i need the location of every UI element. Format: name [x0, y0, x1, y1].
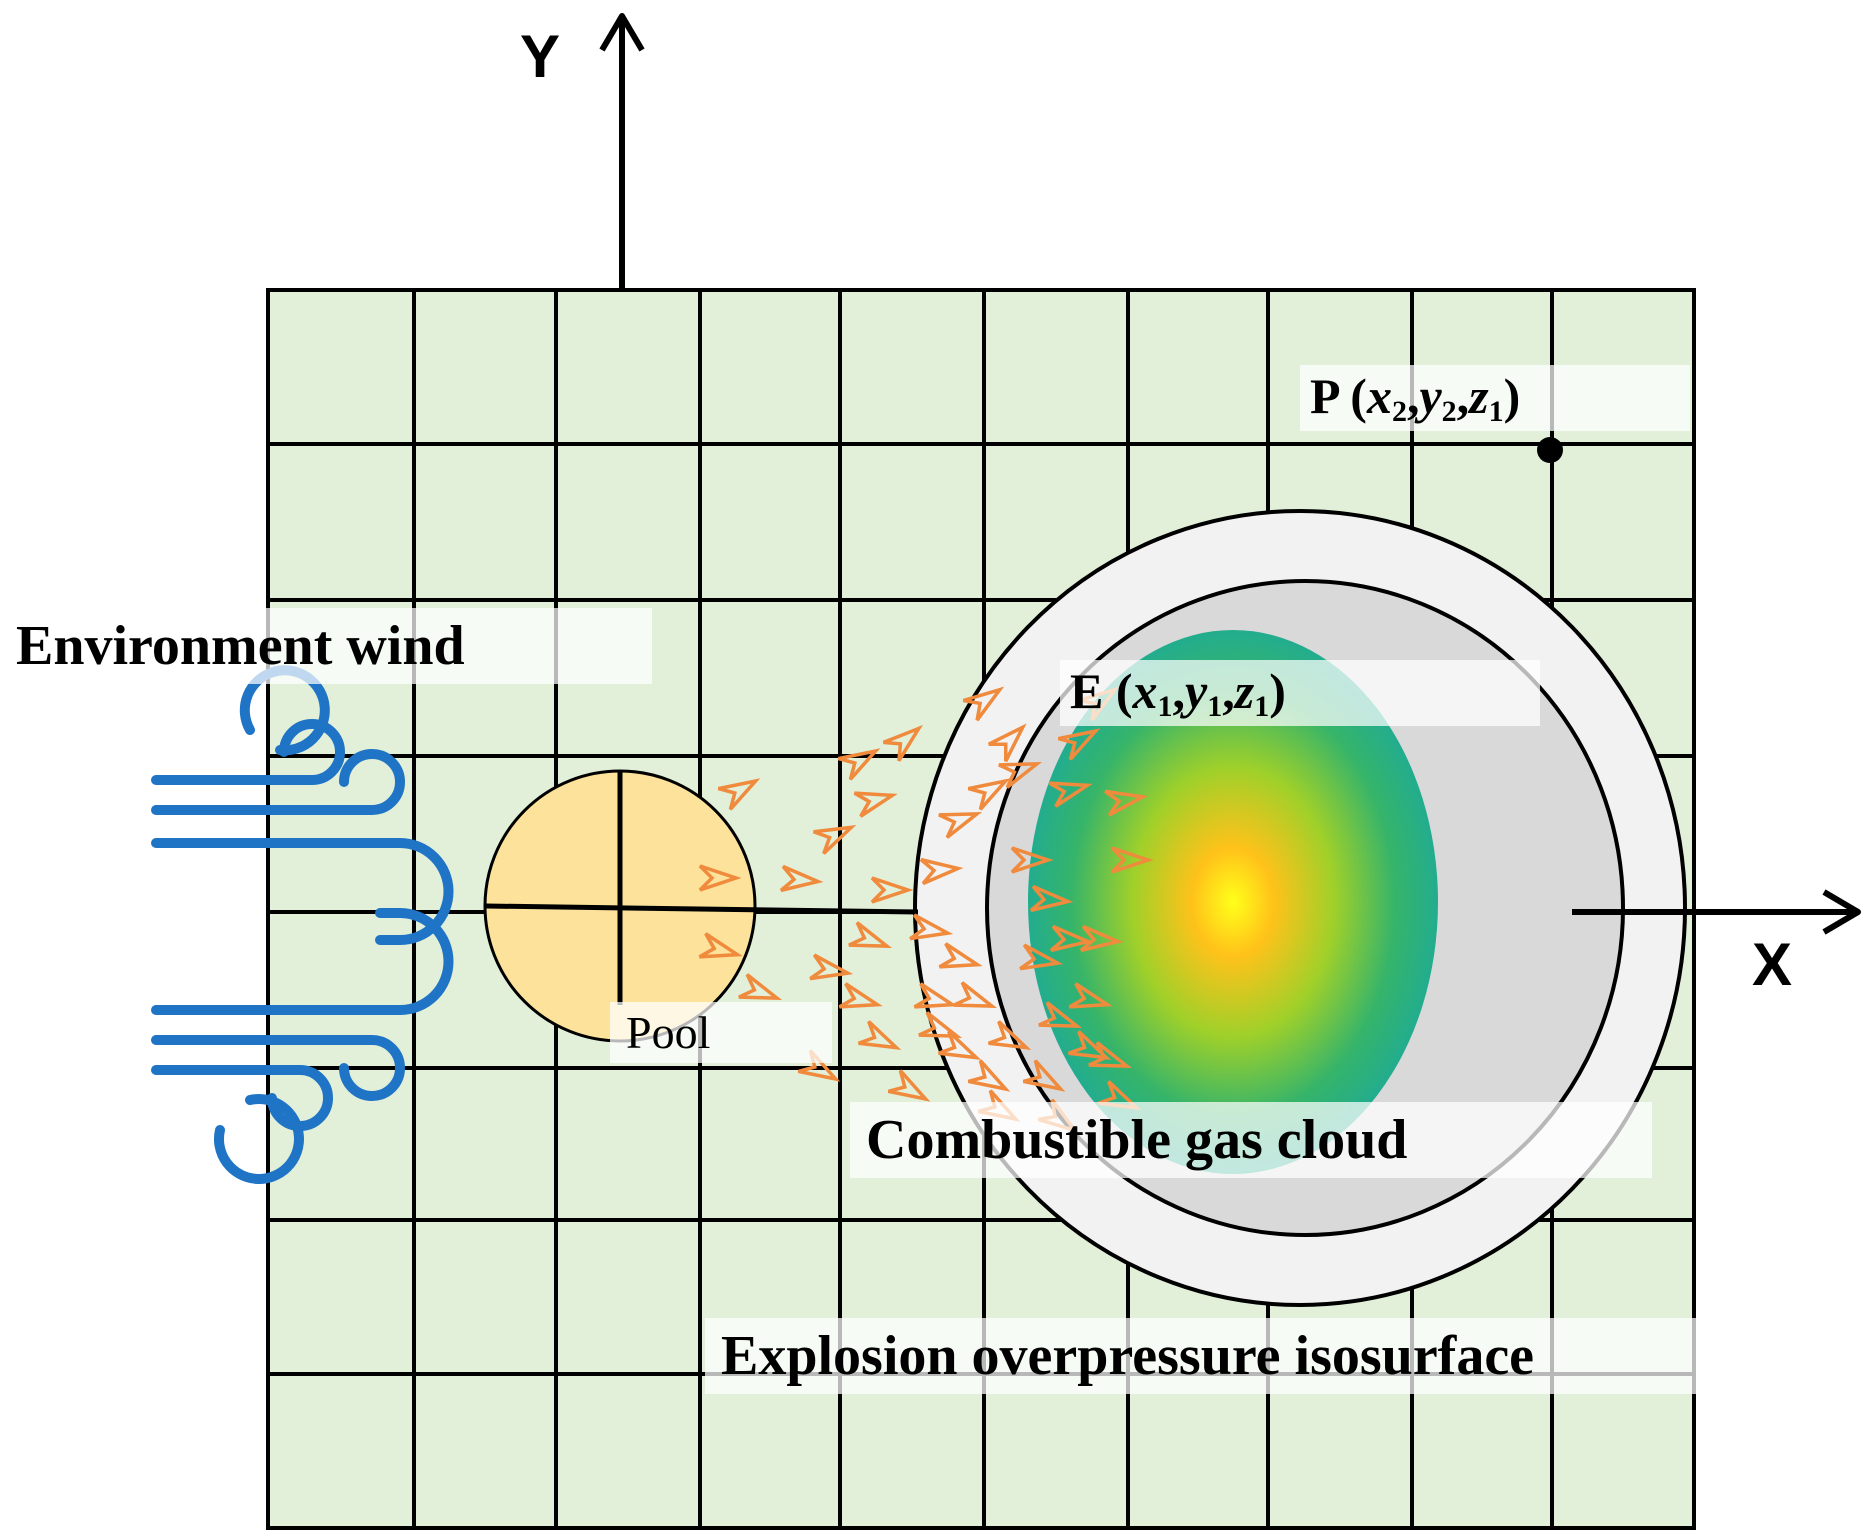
- vapor-particle: [988, 1020, 1032, 1050]
- vapor-particle: [909, 913, 954, 941]
- vapor-particle: [1088, 1041, 1133, 1069]
- vapor-particle: [962, 686, 1005, 722]
- wind-icon: [151, 665, 454, 1184]
- wind-label: Environment wind: [0, 608, 652, 684]
- vapor-particle: [870, 876, 914, 904]
- gas-cloud-label: Combustible gas cloud: [850, 1102, 1652, 1178]
- vapor-particle: [813, 825, 857, 855]
- point-p-marker: [1537, 437, 1563, 463]
- vapor-particle: [988, 723, 1027, 762]
- pool-horizontal-line: [485, 903, 919, 915]
- vapor-particle: [837, 748, 881, 781]
- y-axis-arrowhead: [599, 13, 645, 52]
- vapor-particle: [967, 778, 1011, 811]
- vapor-particle: [1057, 728, 1101, 761]
- vapor-particle: [1048, 781, 1093, 808]
- vapor-particle: [918, 1011, 963, 1039]
- vapor-particle: [698, 864, 742, 892]
- vapor-particle: [1068, 1030, 1112, 1060]
- vapor-particle: [887, 1069, 931, 1102]
- vapor-particle: [919, 857, 964, 886]
- x-axis-label: X: [1752, 931, 1793, 998]
- x-axis: [1572, 889, 1861, 935]
- vapor-particle: [882, 724, 924, 762]
- vapor-particle: [938, 942, 983, 969]
- vapor-particle: [1110, 846, 1154, 874]
- pool-label: Pool: [610, 1002, 832, 1063]
- vapor-particle: [1022, 1059, 1066, 1092]
- y-axis-label: Y: [520, 23, 561, 90]
- vapor-particle: [1104, 789, 1149, 817]
- isosurface-label: Explosion overpressure isosurface: [705, 1318, 1707, 1394]
- point-e-label: E (x1,y1,z1): [1060, 660, 1540, 726]
- vapor-particle: [1019, 943, 1064, 971]
- vapor-particle: [838, 982, 883, 1009]
- vapor-particle: [858, 1020, 902, 1050]
- x-axis-arrowhead: [1822, 889, 1861, 935]
- vapor-particle: [938, 811, 983, 839]
- vapor-particle: [809, 953, 854, 981]
- vapor-particle: [1010, 846, 1054, 874]
- vapor-particle: [853, 791, 898, 818]
- vapor-particle: [913, 982, 958, 1009]
- vapor-particle: [1079, 924, 1124, 953]
- vapor-particle: [738, 973, 783, 1001]
- y-axis: [599, 13, 645, 290]
- vapor-particle: [1049, 924, 1094, 953]
- vapor-particle: [1038, 1001, 1083, 1029]
- vapor-particle: [717, 778, 761, 811]
- vapor-particle: [1068, 982, 1113, 1009]
- vapor-particle: [779, 864, 824, 893]
- vapor-particle: [967, 1059, 1011, 1092]
- vapor-particle: [998, 761, 1043, 789]
- gas-cloud: [1028, 630, 1438, 1174]
- vapor-particle: [698, 932, 743, 959]
- vapor-particle: [848, 921, 893, 949]
- vapor-particle: [1029, 884, 1074, 913]
- vapor-particle: [938, 1030, 982, 1060]
- point-p-label: P (x2,y2,z1): [1300, 365, 1690, 431]
